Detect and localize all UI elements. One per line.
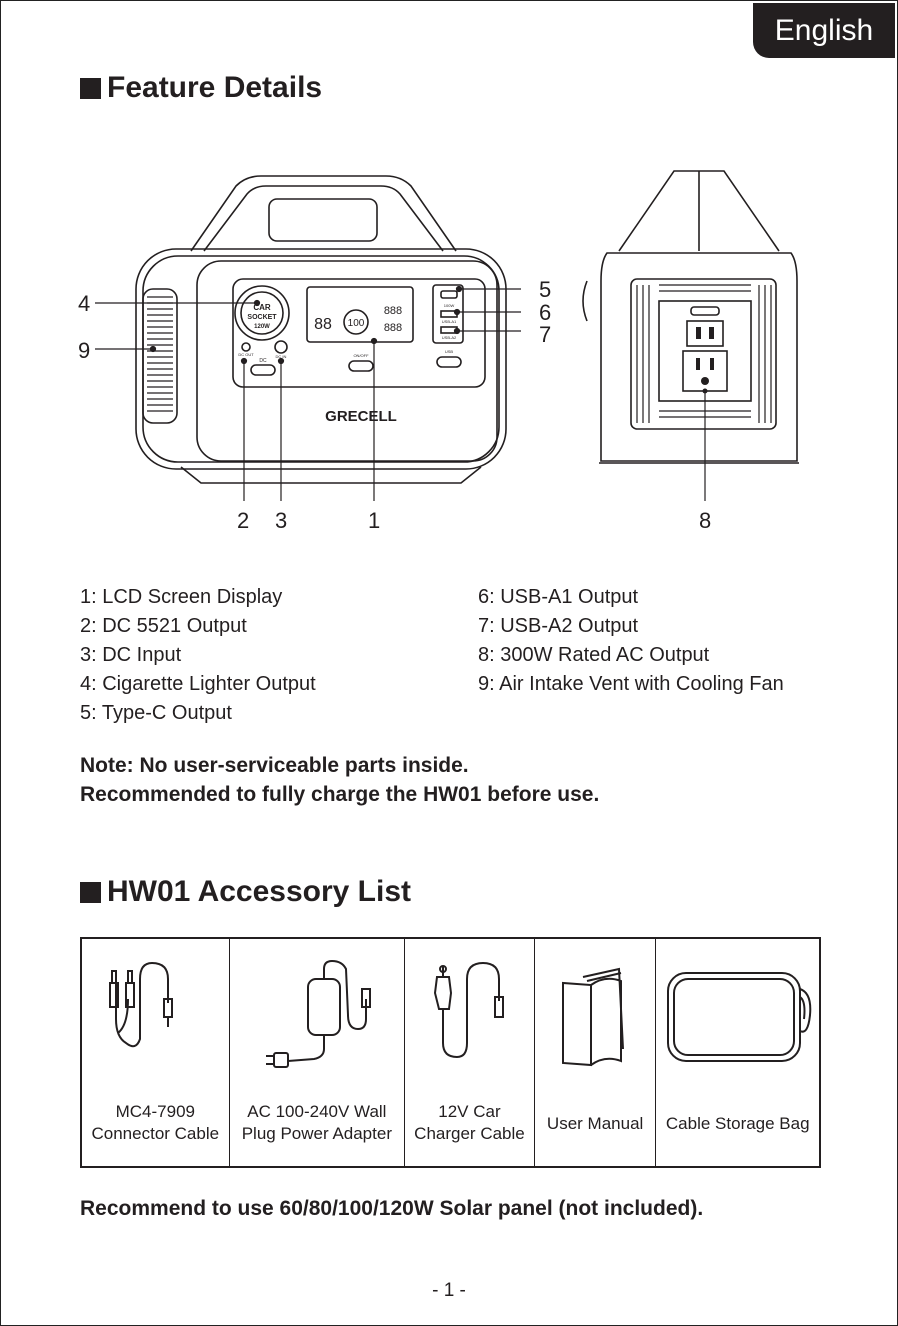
- usb-a2-label: USB-A2: [442, 335, 457, 340]
- accessory-label-line1: Cable Storage Bag: [665, 1114, 810, 1133]
- lcd-right-bottom: 888: [384, 322, 402, 334]
- dc-out-label: DC OUT: [238, 352, 254, 357]
- car-socket-text: CAR: [253, 303, 271, 312]
- usb-c-label: 100W: [444, 303, 455, 308]
- accessory-label-line2: Connector Cable: [91, 1124, 220, 1143]
- lcd-right-top: 888: [384, 305, 402, 317]
- power-station-side-illustration: [582, 170, 799, 501]
- callout-3: 3: [275, 508, 288, 533]
- power-adapter-icon: [265, 959, 371, 1068]
- mc4-cable-icon: [109, 961, 173, 1048]
- note-line-1: Note: No user-serviceable parts inside.: [80, 754, 469, 777]
- accessory-cell-bag: Cable Storage Bag: [656, 939, 819, 1166]
- car-socket-text-3: 120W: [254, 324, 270, 330]
- car-charger-icon: [434, 961, 505, 1059]
- feature-item: 1: LCD Screen Display: [80, 586, 283, 608]
- car-socket-text-2: SOCKET: [247, 314, 277, 321]
- page-number: - 1 -: [432, 1280, 466, 1301]
- callout-7: 7: [539, 322, 552, 347]
- accessory-label: 12V Car Charger Cable: [405, 1101, 534, 1145]
- dc-label: DC: [259, 358, 267, 364]
- accessory-cell-manual: User Manual: [535, 939, 657, 1166]
- dc-in-label: DC IN: [276, 354, 287, 359]
- note-line-2: Recommended to fully charge the HW01 bef…: [80, 783, 600, 806]
- accessory-cell-adapter: AC 100-240V Wall Plug Power Adapter: [230, 939, 406, 1166]
- usb-a1-label: USB-A1: [442, 319, 457, 324]
- callout-9: 9: [78, 338, 91, 363]
- lcd-percent: 100: [348, 318, 365, 329]
- feature-item: 9: Air Intake Vent with Cooling Fan: [478, 673, 784, 695]
- accessory-cell-car-charger: 12V Car Charger Cable: [405, 939, 535, 1166]
- feature-details-title: Feature Details: [107, 71, 323, 104]
- feature-item: 6: USB-A1 Output: [478, 586, 639, 608]
- usage-note: Note: No user-serviceable parts inside. …: [80, 751, 599, 809]
- accessory-label-line1: AC 100-240V Wall: [247, 1102, 387, 1121]
- callout-5: 5: [539, 277, 552, 302]
- callout-8: 8: [699, 508, 712, 533]
- accessory-label-line1: User Manual: [546, 1114, 644, 1133]
- usb-label: USB: [445, 349, 454, 354]
- callout-1: 1: [368, 508, 381, 533]
- accessory-label-line1: MC4-7909: [115, 1102, 195, 1121]
- heading-bullet-icon: [80, 77, 101, 99]
- brand-logo: GRECELL: [325, 408, 397, 425]
- manual-icon: [561, 967, 624, 1067]
- feature-list-left: 1: LCD Screen Display 2: DC 5521 Output …: [80, 583, 316, 728]
- accessory-label: Cable Storage Bag: [656, 1113, 819, 1135]
- feature-item: 5: Type-C Output: [80, 702, 232, 724]
- accessory-label: User Manual: [535, 1113, 656, 1135]
- accessory-label-line1: 12V Car: [438, 1102, 501, 1121]
- feature-item: 3: DC Input: [80, 644, 182, 666]
- accessory-list-heading: HW01 Accessory List: [80, 875, 411, 909]
- accessory-label: MC4-7909 Connector Cable: [82, 1101, 229, 1145]
- accessory-label-line2: Charger Cable: [414, 1124, 525, 1143]
- feature-item: 4: Cigarette Lighter Output: [80, 673, 316, 695]
- accessory-table: MC4-7909 Connector Cable AC 100-240V Wal…: [80, 937, 821, 1168]
- callout-2: 2: [237, 508, 250, 533]
- solar-panel-note: Recommend to use 60/80/100/120W Solar pa…: [80, 1197, 704, 1220]
- storage-bag-icon: [667, 972, 812, 1062]
- heading-bullet-icon: [80, 881, 101, 903]
- callout-4: 4: [78, 291, 91, 316]
- feature-details-heading: Feature Details: [80, 71, 322, 105]
- feature-list-right: 6: USB-A1 Output 7: USB-A2 Output 8: 300…: [478, 583, 784, 699]
- feature-item: 7: USB-A2 Output: [478, 615, 639, 637]
- charge-label: ON/OFF: [353, 353, 369, 358]
- lcd-left-digits: 88: [314, 316, 332, 333]
- callout-6: 6: [539, 300, 552, 325]
- feature-item: 2: DC 5521 Output: [80, 615, 247, 637]
- accessory-list-title: HW01 Accessory List: [107, 875, 412, 908]
- feature-item: 8: 300W Rated AC Output: [478, 644, 710, 666]
- power-station-front-illustration: CAR SOCKET 120W 88 100 888 888 DC DC OUT…: [95, 175, 521, 501]
- accessory-label-line2: Plug Power Adapter: [241, 1124, 392, 1143]
- accessory-label: AC 100-240V Wall Plug Power Adapter: [230, 1101, 405, 1145]
- language-tab: English: [753, 3, 895, 58]
- accessory-cell-mc4: MC4-7909 Connector Cable: [82, 939, 230, 1166]
